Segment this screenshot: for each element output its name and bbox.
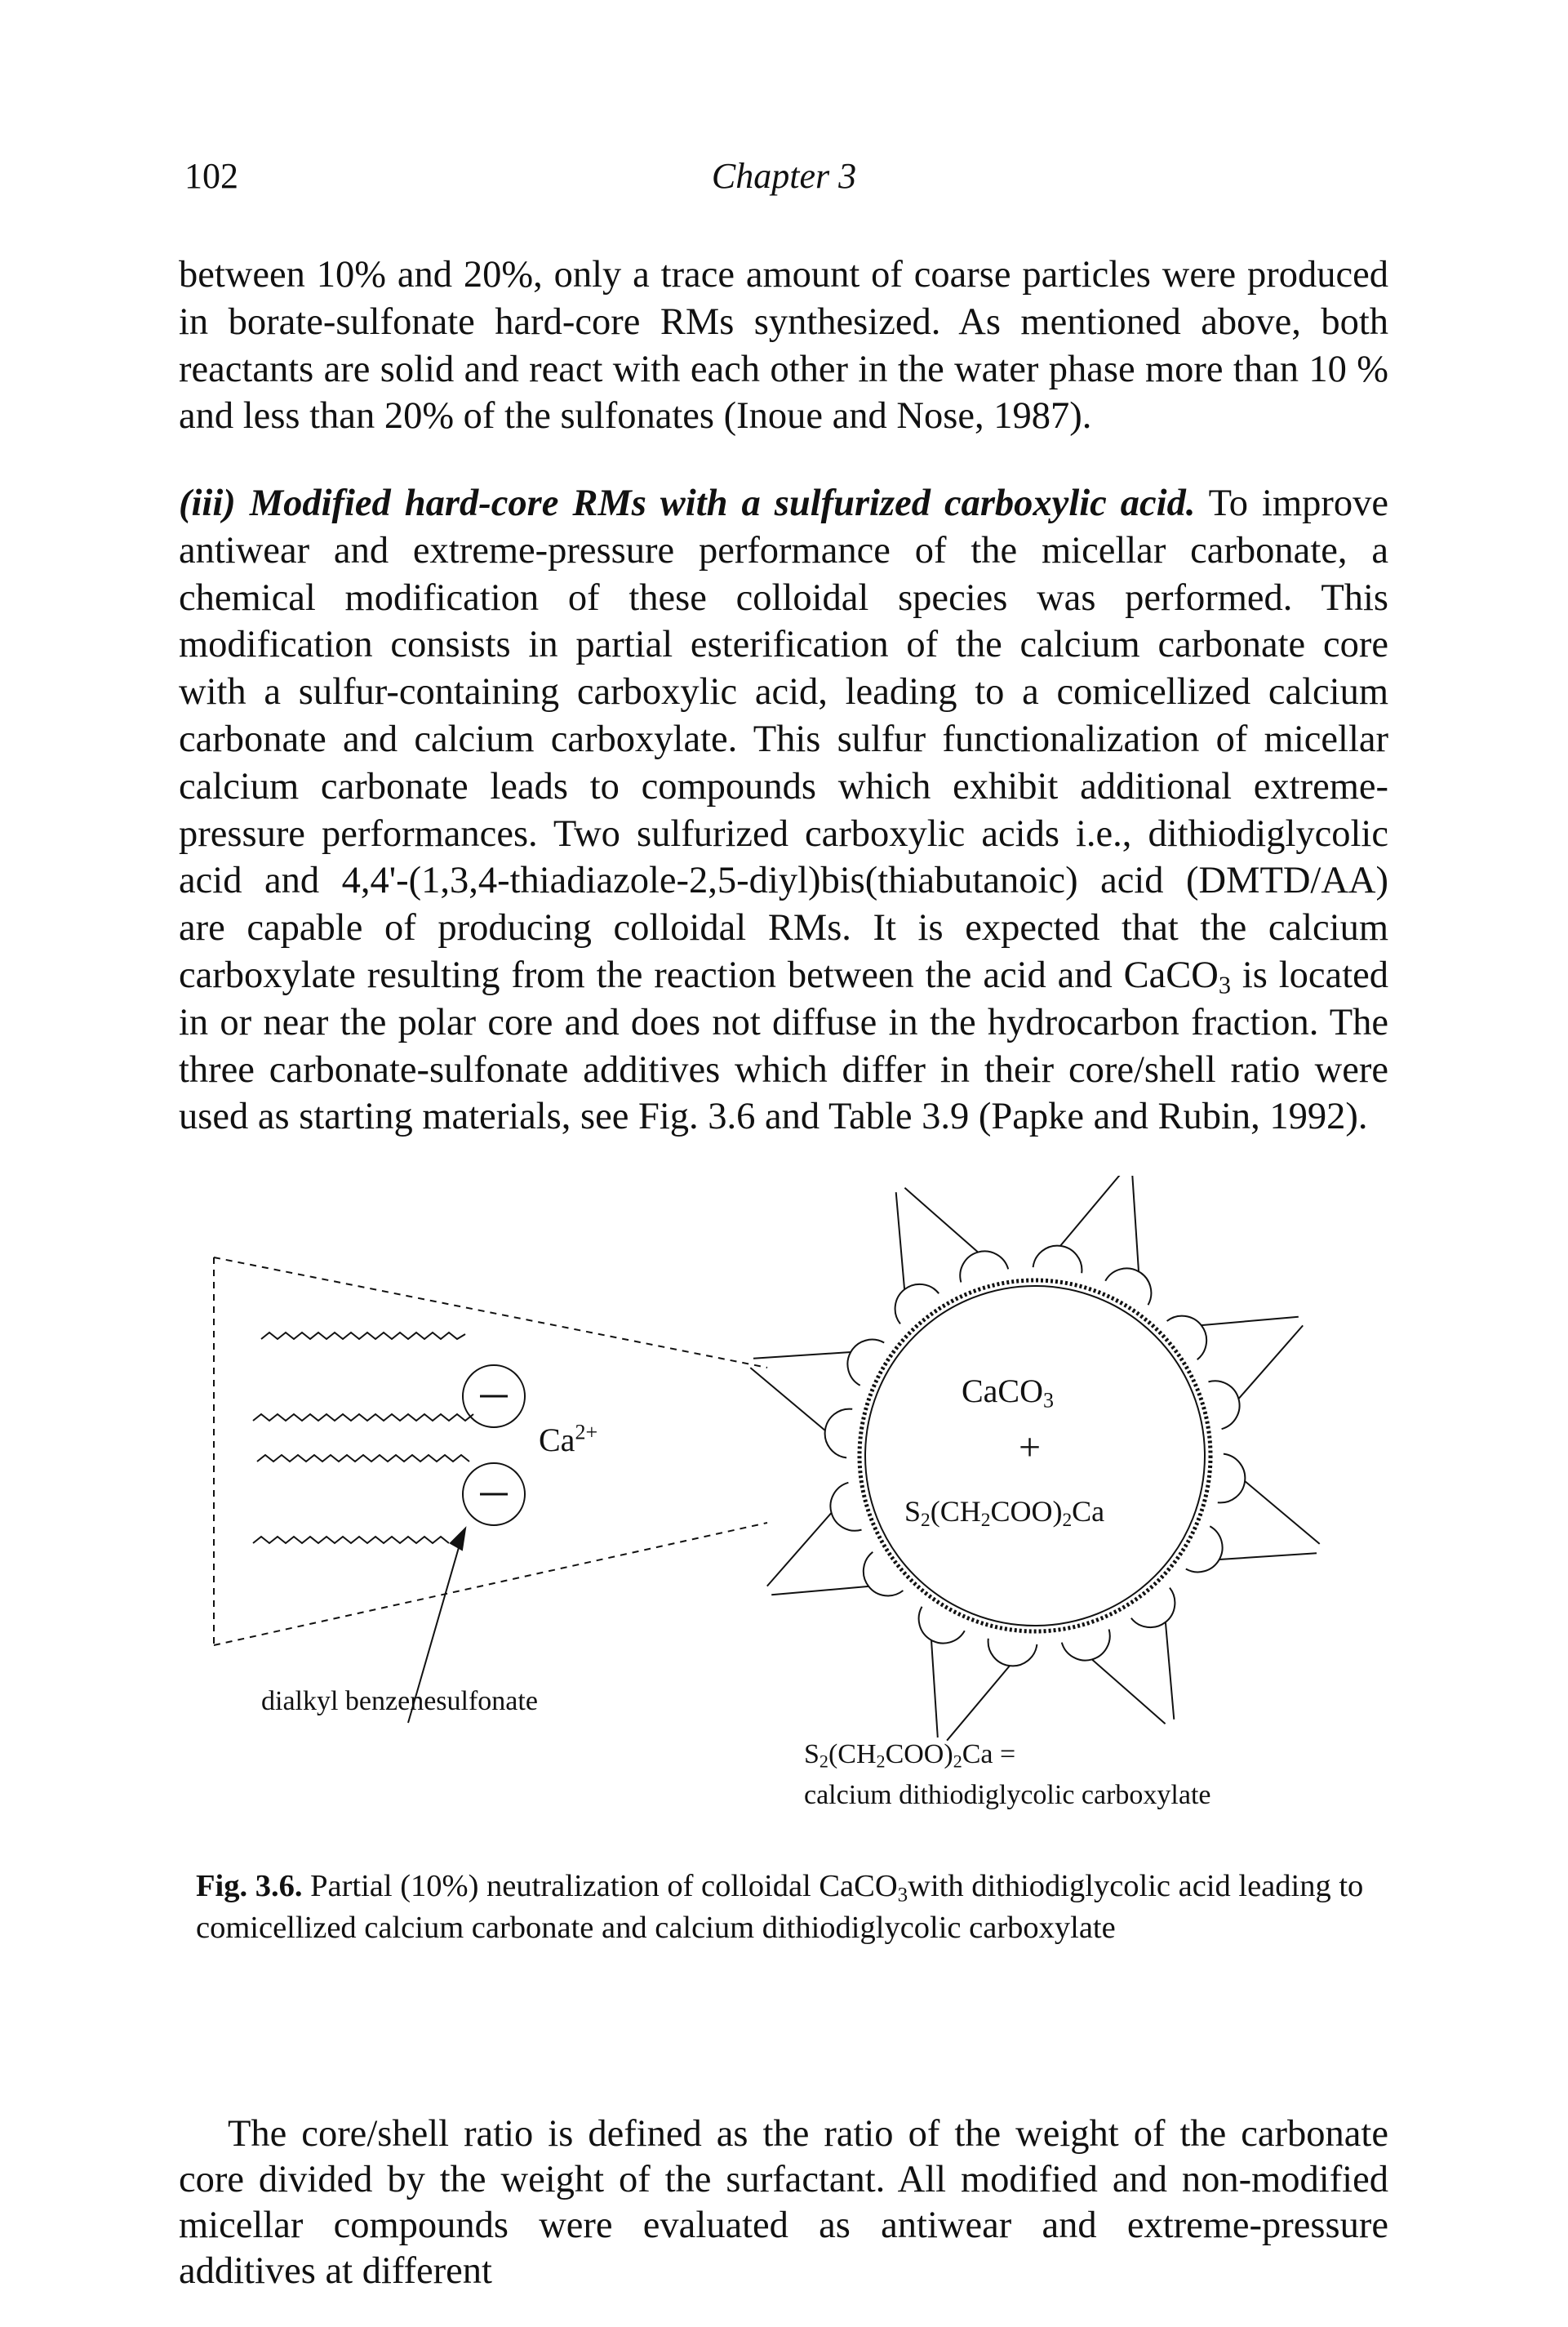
shell-tail	[946, 1665, 1011, 1742]
page-number: 102	[184, 156, 238, 196]
paragraph-2: (iii) Modified hard-core RMs with a sulf…	[179, 480, 1388, 1141]
calcium-ion-label: Ca2+	[539, 1420, 598, 1458]
shell-tail	[771, 1585, 869, 1596]
shell-tail	[766, 1512, 833, 1587]
alkyl-tail-2	[252, 1413, 474, 1422]
shell-tail	[895, 1192, 906, 1290]
bracket-bottom-dashed	[213, 1522, 768, 1646]
shell-head-group	[1166, 1315, 1208, 1360]
shell-head-group	[987, 1638, 1038, 1667]
shell-tail	[1237, 1324, 1304, 1399]
micelle-diagram	[213, 1176, 1321, 1742]
surfactant-label: dialkyl benzenesulfonate	[261, 1686, 538, 1716]
shell-head-group	[1208, 1380, 1241, 1430]
paragraph-1-text: between 10% and 20%, only a trace amount…	[179, 254, 1388, 438]
figure-caption-subscript: 3	[897, 1884, 908, 1907]
shell-head-group	[1060, 1629, 1111, 1662]
shell-tail	[1201, 1315, 1299, 1327]
shell-tail	[1219, 1552, 1317, 1560]
figure-caption: Fig. 3.6. Partial (10%) neutralization o…	[196, 1866, 1371, 1949]
figure-caption-label: Fig. 3.6.	[196, 1869, 303, 1903]
shell-tail	[931, 1640, 939, 1738]
alkyl-tail-3	[256, 1453, 470, 1463]
figure-caption-text-b: with dithiodiglycolic acid leading to co…	[196, 1869, 1364, 1945]
core-carbonate-label: CaCO3	[962, 1373, 1054, 1413]
shell-head-group	[959, 1250, 1010, 1283]
shell-tail	[753, 1351, 851, 1359]
shell-tail	[1131, 1176, 1139, 1272]
carboxylate-definition-formula: S2(CH2COO)2Ca =	[804, 1739, 1016, 1772]
section-heading: (iii) Modified hard-core RMs with a sulf…	[179, 483, 1196, 524]
sulfonate-head-1	[462, 1364, 526, 1428]
carboxylate-definition-name: calcium dithiodiglycolic carboxylate	[804, 1780, 1211, 1810]
figure-3-6: Ca2+ CaCO3 + S2(CH2COO)2Ca dialkyl benze…	[196, 1176, 1388, 1845]
shell-head-group	[862, 1551, 904, 1597]
running-head: Chapter 3	[711, 156, 857, 196]
paragraph-2-text-b: is located in or near the polar core and…	[179, 954, 1388, 1138]
shell-tail	[1059, 1176, 1121, 1247]
alkyl-tail-1	[260, 1331, 466, 1341]
bracket-top-dashed	[213, 1257, 768, 1368]
shell-tail	[1164, 1622, 1175, 1720]
shell-head-group	[917, 1606, 966, 1644]
shell-head-group	[1217, 1453, 1246, 1504]
shell-head-group	[846, 1338, 885, 1386]
paragraph-3: The core/shell ratio is defined as the r…	[179, 2111, 1388, 2294]
shell-tail	[904, 1187, 979, 1253]
shell-tail	[1091, 1658, 1166, 1724]
core-carboxylate-label: S2(CH2COO)2Ca	[904, 1495, 1105, 1531]
shell-tail	[749, 1367, 826, 1431]
surfactant-pointer	[407, 1538, 462, 1724]
core-plus-sign: +	[1019, 1426, 1042, 1469]
paragraph-2-text-a: To improve antiwear and extreme-pressure…	[179, 483, 1389, 996]
shell-tail	[1244, 1480, 1321, 1545]
shell-head-group	[894, 1283, 939, 1325]
shell-head-group	[1130, 1586, 1176, 1629]
paragraph-2-subscript: 3	[1218, 971, 1231, 999]
shell-head-group	[829, 1481, 862, 1532]
shell-head-group	[824, 1408, 853, 1459]
sulfonate-head-2	[462, 1462, 526, 1526]
alkyl-tail-4	[252, 1535, 450, 1545]
shell-head-group	[1104, 1267, 1153, 1306]
shell-head-group	[1185, 1525, 1224, 1573]
paragraph-3-text: The core/shell ratio is defined as the r…	[179, 2113, 1388, 2292]
shell-head-group	[1032, 1244, 1083, 1274]
paragraph-1: between 10% and 20%, only a trace amount…	[179, 251, 1388, 440]
figure-caption-text-a: Partial (10%) neutralization of colloida…	[302, 1869, 898, 1903]
micelle-core	[857, 1278, 1213, 1634]
